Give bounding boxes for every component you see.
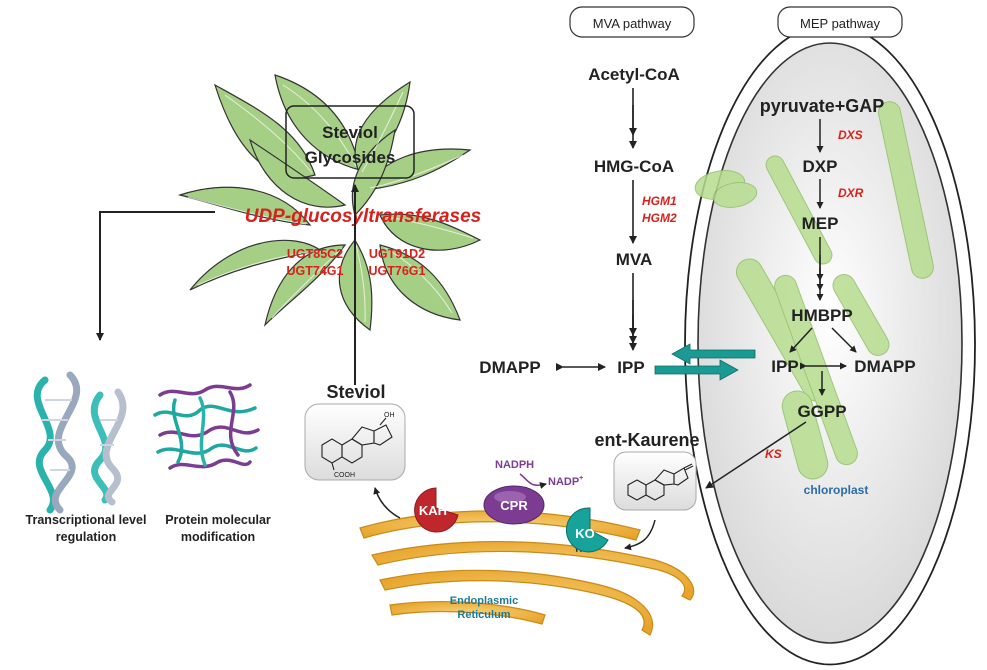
steviol-oh-label: OH	[384, 412, 395, 419]
steviol-label: Steviol	[326, 382, 385, 402]
ks-label: KS	[765, 447, 782, 461]
udp-glucosyltransferases-label: UDP-glucosyltransferases	[245, 206, 482, 227]
dxs-label: DXS	[838, 128, 863, 142]
chloroplast-compartment: MEP pathway chloroplast	[684, 6, 976, 666]
protein-label-line1: Protein molecular	[165, 513, 271, 527]
kah-enzyme: KAH	[414, 487, 459, 533]
stevia-leaf: Steviol Glycosides UDP-glucosyltransfera…	[177, 74, 482, 332]
mva-label: MVA	[616, 250, 653, 269]
dxr-label: DXR	[838, 186, 864, 200]
transcriptional-label-line1: Transcriptional level	[26, 513, 147, 527]
ipp-exchange-arrows	[654, 343, 756, 381]
transcriptional-label-line2: regulation	[56, 530, 116, 544]
ugt85c2-label: UGT85C2	[287, 247, 343, 261]
steviol-glycosides-line1: Steviol	[322, 123, 378, 142]
mep-pathway: pyruvate+GAP DXS DXP DXR MEP HMBPP IPP D…	[705, 96, 916, 489]
hmbpp-label: HMBPP	[791, 306, 852, 325]
nadp-label: NADP+	[548, 475, 583, 488]
steviol-cooh-label: COOH	[334, 472, 355, 479]
kah-label: KAH	[419, 503, 447, 518]
arrow-kah-to-steviol	[373, 487, 401, 519]
er-label-line1: Endoplasmic	[450, 595, 518, 607]
ugt91d2-label: UGT91D2	[369, 247, 425, 261]
mep-dmapp-label: DMAPP	[854, 357, 915, 376]
ent-kaurene-label: ent-Kaurene	[594, 430, 699, 450]
protein-label-line2: modification	[181, 530, 255, 544]
cpr-enzyme: CPR	[483, 485, 545, 525]
mva-ipp-label: IPP	[617, 358, 644, 377]
chloroplast-label: chloroplast	[804, 483, 869, 497]
arrow-ggpp-to-kaurene	[705, 421, 807, 489]
dxp-label: DXP	[803, 157, 838, 176]
mep-label: MEP	[802, 214, 839, 233]
acetyl-coa-label: Acetyl-CoA	[588, 65, 680, 84]
ent-kaurene-structure	[613, 451, 697, 511]
ggpp-label: GGPP	[797, 402, 846, 421]
nadph-label: NADPH	[495, 459, 534, 471]
ugt74g1-label: UGT74G1	[287, 264, 344, 278]
endoplasmic-reticulum: Endoplasmic Reticulum	[359, 510, 695, 636]
pyruvate-gap-label: pyruvate+GAP	[760, 96, 885, 116]
hmg-coa-label: HMG-CoA	[594, 157, 674, 176]
arrow-kaurene-to-ko	[624, 519, 656, 551]
arrow-ugt-to-regulation	[96, 211, 215, 341]
steviol-structure: OH COOH	[304, 403, 406, 481]
er-label-line2: Reticulum	[457, 609, 510, 621]
protein-illustration	[153, 383, 260, 470]
steviol-glycosides-line2: Glycosides	[305, 148, 396, 167]
ko-label: KO	[575, 526, 595, 541]
ugt76g1-label: UGT76G1	[369, 264, 426, 278]
dna-illustration	[33, 371, 127, 514]
hgm2-label: HGM2	[642, 211, 677, 225]
ko-enzyme: KO	[566, 507, 609, 553]
mep-pathway-title: MEP pathway	[800, 16, 880, 31]
hgm1-label: HGM1	[642, 194, 677, 208]
mva-pathway-title: MVA pathway	[593, 16, 672, 31]
mep-ipp-label: IPP	[771, 357, 798, 376]
mva-dmapp-label: DMAPP	[479, 358, 540, 377]
mva-pathway: MVA pathway Acetyl-CoA HMG-CoA HGM1 HGM2…	[479, 6, 695, 377]
cpr-label: CPR	[500, 498, 528, 513]
